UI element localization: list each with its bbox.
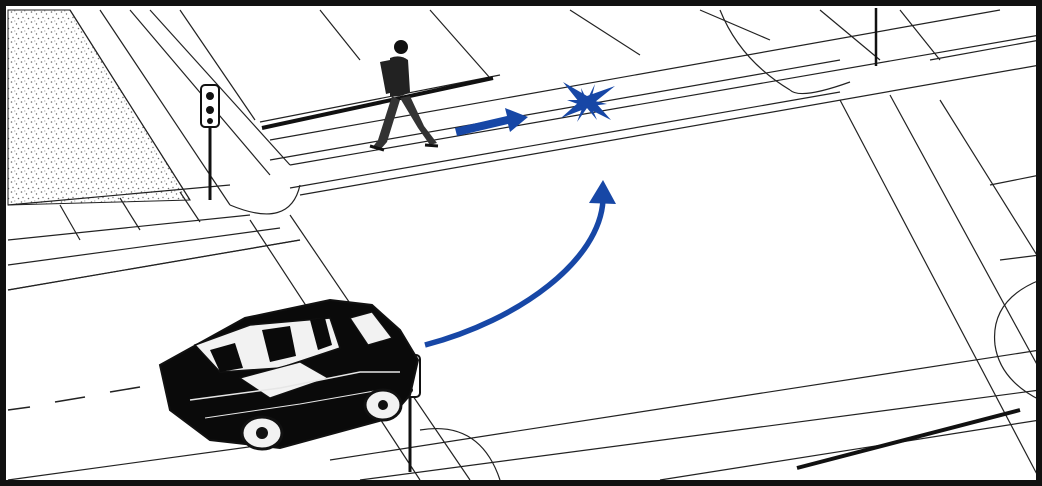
background: [0, 0, 1042, 486]
intersection-diagram: [0, 0, 1042, 486]
intersection-illustration: [0, 0, 1042, 486]
